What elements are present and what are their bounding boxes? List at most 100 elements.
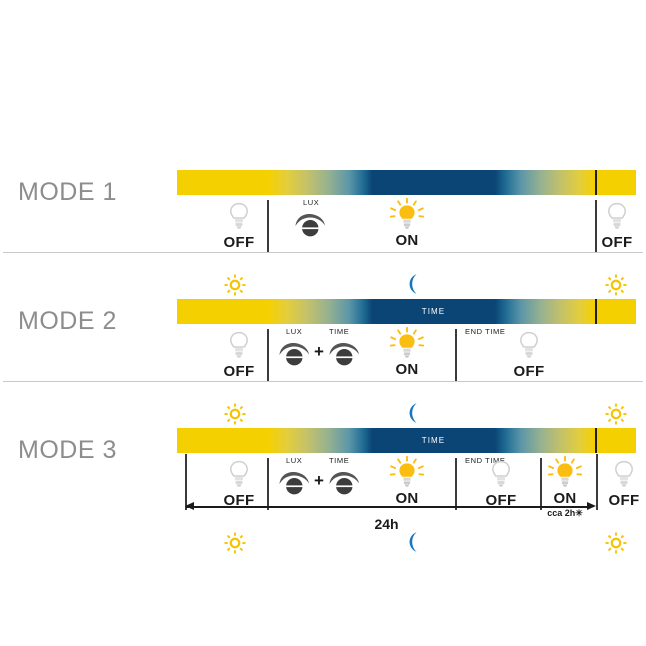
mode-1-label: MODE 1 bbox=[18, 178, 117, 206]
state-label: OFF bbox=[513, 363, 545, 380]
motion-sensor-icon bbox=[329, 343, 359, 366]
motion-sensor-icon bbox=[329, 472, 359, 495]
state-label: OFF bbox=[223, 492, 255, 509]
state-row-2: OFF LUX TIME + bbox=[177, 327, 636, 384]
state-label: OFF bbox=[601, 234, 633, 251]
state-label: OFF bbox=[223, 234, 255, 251]
dimension-arrow-right bbox=[587, 502, 596, 511]
bar-segment-day-end bbox=[597, 428, 636, 453]
dimension-line bbox=[186, 506, 588, 508]
lux-time-sensor-pair: + bbox=[277, 469, 361, 497]
bar-segment-day-start bbox=[177, 428, 268, 453]
bar-segment-day-start bbox=[177, 170, 268, 195]
bar-segment-day-start bbox=[177, 299, 268, 324]
bulb-on-icon bbox=[390, 327, 424, 358]
time-label: TIME bbox=[329, 327, 350, 336]
mode-2-label: MODE 2 bbox=[18, 307, 117, 335]
state-label: ON bbox=[395, 232, 419, 249]
row-separator bbox=[3, 381, 643, 382]
bar-segment-dawn bbox=[495, 299, 595, 324]
bar-segment-dusk bbox=[268, 170, 372, 195]
state-divider bbox=[455, 329, 457, 381]
state-row-1: OFF LUX bbox=[177, 198, 636, 255]
state-cell-off: OFF bbox=[468, 460, 534, 508]
bar-time-label: TIME bbox=[421, 307, 446, 316]
plus-sign: + bbox=[314, 470, 324, 490]
motion-sensor-icon bbox=[279, 472, 309, 495]
mode-row-1: MODE 1 bbox=[0, 130, 646, 296]
state-label: ON bbox=[553, 490, 577, 507]
moon-icon bbox=[401, 531, 421, 553]
state-divider bbox=[540, 458, 542, 510]
bar-segment-dawn bbox=[495, 428, 595, 453]
bulb-on-icon bbox=[548, 456, 582, 487]
state-divider bbox=[267, 200, 269, 252]
state-divider bbox=[595, 200, 597, 252]
duration-note: cca 2h✳ bbox=[547, 508, 583, 518]
time-label: TIME bbox=[329, 456, 350, 465]
timeline-bar-3: TIME bbox=[177, 428, 636, 453]
mode-row-3: MODE 3 bbox=[0, 388, 646, 554]
dimension-24h: 24h bbox=[177, 498, 636, 538]
end-time-label: END TIME bbox=[465, 327, 506, 336]
bulb-off-icon bbox=[520, 331, 538, 358]
sun-icon bbox=[605, 274, 627, 296]
bar-segment-dusk bbox=[268, 299, 372, 324]
bar-segment-night bbox=[372, 299, 495, 324]
state-cell-off: OFF bbox=[596, 460, 646, 508]
sun-icon bbox=[224, 403, 246, 425]
bar-segment-dawn bbox=[495, 170, 595, 195]
bulb-off-icon bbox=[230, 460, 248, 487]
sun-icon bbox=[224, 274, 246, 296]
bulb-on-icon bbox=[390, 198, 424, 229]
bulb-off-icon bbox=[230, 202, 248, 229]
state-label: ON bbox=[395, 490, 419, 507]
state-label: OFF bbox=[608, 492, 640, 509]
state-divider bbox=[185, 454, 187, 510]
dimension-arrow-left bbox=[185, 502, 194, 511]
state-label: OFF bbox=[485, 492, 517, 509]
bar-segment-day-end bbox=[597, 299, 636, 324]
state-cell-on-2h: ON cca 2h✳ bbox=[532, 456, 598, 518]
bar-day-divider bbox=[595, 299, 597, 324]
lux-time-sensor-pair: + bbox=[277, 340, 361, 368]
lux-label: LUX bbox=[286, 327, 303, 336]
motion-sensor-icon bbox=[279, 343, 309, 366]
bar-day-divider bbox=[595, 170, 597, 195]
state-cell-on: ON bbox=[367, 327, 447, 377]
timeline-bar-2: TIME bbox=[177, 299, 636, 324]
state-label: OFF bbox=[223, 363, 255, 380]
bulb-off-icon bbox=[230, 331, 248, 358]
bar-day-divider bbox=[595, 428, 597, 453]
end-time-label: END TIME bbox=[465, 456, 506, 465]
bar-time-label: TIME bbox=[421, 436, 446, 445]
state-divider bbox=[596, 454, 598, 510]
state-cell-off: OFF bbox=[199, 202, 279, 250]
moon-icon bbox=[401, 402, 421, 424]
state-divider bbox=[455, 458, 457, 510]
state-cell-on: ON bbox=[367, 198, 447, 248]
row-separator bbox=[3, 252, 643, 253]
state-cell-off: OFF bbox=[199, 331, 279, 379]
timeline-bar-1 bbox=[177, 170, 636, 195]
mode-3-label: MODE 3 bbox=[18, 436, 117, 464]
dimension-label: 24h bbox=[374, 516, 399, 532]
lux-label: LUX bbox=[303, 198, 320, 207]
bulb-on-icon bbox=[390, 456, 424, 487]
sun-icon bbox=[605, 403, 627, 425]
moon-icon bbox=[401, 273, 421, 295]
bar-segment-dusk bbox=[268, 428, 372, 453]
plus-sign: + bbox=[314, 341, 324, 361]
state-label: ON bbox=[395, 361, 419, 378]
state-divider bbox=[267, 329, 269, 381]
bar-segment-day-end bbox=[597, 170, 636, 195]
state-cell-off: OFF bbox=[577, 202, 646, 250]
state-cell-off: OFF bbox=[489, 331, 569, 379]
bar-segment-night bbox=[372, 428, 495, 453]
bar-segment-night bbox=[372, 170, 495, 195]
mode-row-2: MODE 2 bbox=[0, 259, 646, 425]
state-cell-on: ON bbox=[367, 456, 447, 506]
bulb-off-icon bbox=[608, 202, 626, 229]
lux-label: LUX bbox=[286, 456, 303, 465]
